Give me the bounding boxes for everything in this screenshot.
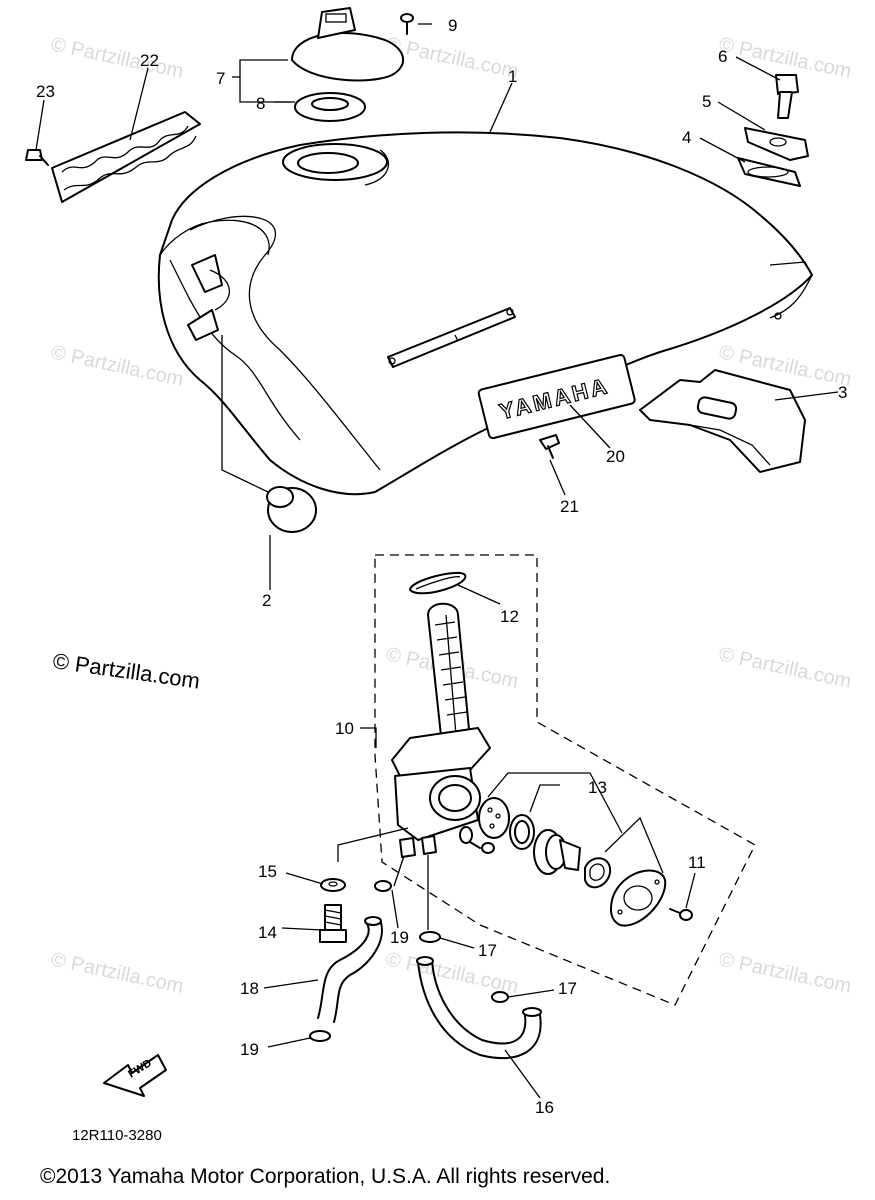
fuel-cock-bolt bbox=[319, 904, 347, 943]
fuel-cock bbox=[391, 602, 491, 858]
grommet bbox=[266, 486, 317, 533]
callout-5: 5 bbox=[702, 92, 711, 111]
cap-screw bbox=[400, 13, 414, 35]
callout-11: 11 bbox=[688, 853, 706, 872]
strainer-o-ring bbox=[409, 571, 467, 595]
callout-3: 3 bbox=[838, 383, 847, 402]
watermark: © Partzilla.com bbox=[384, 33, 520, 83]
callout-22: 22 bbox=[140, 51, 159, 70]
watermark: © Partzilla.com bbox=[384, 948, 520, 998]
callout-7: 7 bbox=[216, 69, 225, 88]
watermark: © Partzilla.com bbox=[49, 948, 185, 998]
rear-damper bbox=[639, 369, 806, 473]
callout-6: 6 bbox=[718, 47, 727, 66]
callout-8: 8 bbox=[256, 94, 265, 113]
callout-10: 10 bbox=[335, 719, 354, 738]
callout-14: 14 bbox=[258, 923, 277, 942]
callout-23: 23 bbox=[36, 82, 55, 101]
rubber-strip bbox=[51, 111, 201, 203]
callout-18: 18 bbox=[240, 979, 259, 998]
watermark-main: © Partzilla.com bbox=[51, 648, 201, 693]
callout-12: 12 bbox=[500, 607, 519, 626]
callout-19: 19 bbox=[240, 1040, 259, 1059]
mounting-bolt bbox=[775, 74, 799, 119]
callout-17: 17 bbox=[558, 979, 577, 998]
cap-gasket bbox=[294, 92, 366, 122]
callout-20: 20 bbox=[606, 447, 625, 466]
callout-9: 9 bbox=[448, 16, 457, 35]
hose-clip bbox=[309, 880, 509, 1042]
callouts: 1 2 3 4 5 6 7 8 9 10 11 12 13 14 15 16 1… bbox=[36, 16, 847, 1117]
forward-arrow-icon: FWD bbox=[103, 1054, 167, 1097]
watermark: © Partzilla.com bbox=[49, 341, 185, 391]
callout-21: 21 bbox=[560, 497, 579, 516]
copyright-notice: ©2013 Yamaha Motor Corporation, U.S.A. A… bbox=[40, 1165, 610, 1188]
leader-lines bbox=[35, 23, 839, 1099]
washer bbox=[320, 878, 346, 892]
callout-17: 17 bbox=[478, 941, 497, 960]
watermark: © Partzilla.com bbox=[717, 948, 853, 998]
callout-15: 15 bbox=[258, 862, 277, 881]
collar bbox=[744, 127, 809, 161]
emblem-screw bbox=[539, 434, 560, 450]
fuel-cap bbox=[291, 7, 404, 82]
callout-4: 4 bbox=[682, 128, 691, 147]
diagram-code: 12R110-3280 bbox=[72, 1127, 162, 1144]
lever-parts bbox=[478, 797, 667, 927]
callout-13: 13 bbox=[588, 778, 607, 797]
callout-19: 19 bbox=[390, 928, 409, 947]
plate-screw bbox=[669, 908, 693, 921]
fuel-tank bbox=[157, 131, 813, 496]
fuel-hose-18 bbox=[317, 916, 383, 1023]
watermark: © Partzilla.com bbox=[717, 643, 853, 693]
yamaha-emblem: YAMAHA bbox=[477, 353, 636, 440]
watermark: © Partzilla.com bbox=[49, 33, 185, 83]
strip-screw bbox=[25, 149, 49, 166]
callout-1: 1 bbox=[508, 67, 517, 86]
damper bbox=[737, 157, 801, 187]
callout-16: 16 bbox=[535, 1098, 554, 1117]
fuel-cock-assembly-outline bbox=[374, 554, 756, 1006]
lever-screw bbox=[459, 826, 495, 854]
fuel-hose-16 bbox=[416, 956, 542, 1060]
callout-2: 2 bbox=[262, 591, 271, 610]
